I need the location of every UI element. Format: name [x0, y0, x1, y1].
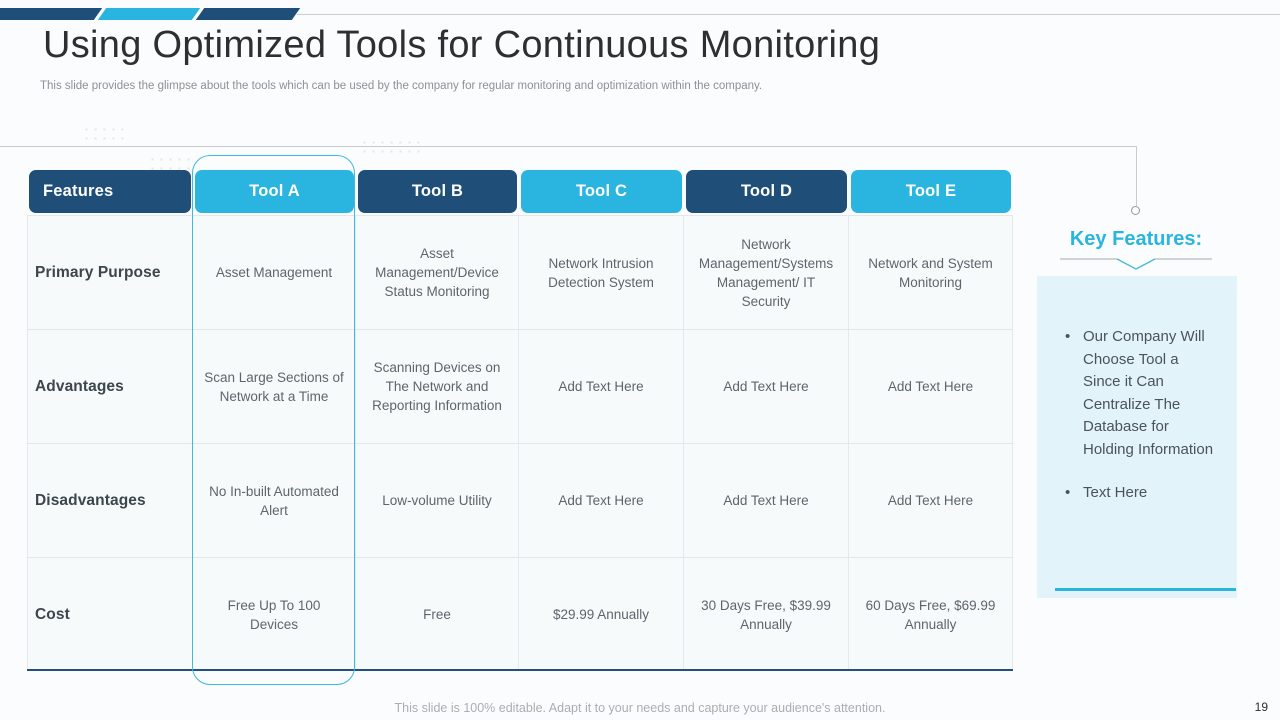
table-cell: No In-built Automated Alert [193, 443, 356, 557]
topbar-line [297, 14, 1280, 15]
table-header-tool-e: Tool E [851, 170, 1011, 213]
page-subtitle: This slide provides the glimpse about th… [40, 80, 763, 92]
comparison-table: Features Tool A Tool B Tool C Tool D Too… [27, 170, 1013, 671]
table-cell: $29.99 Annually [519, 557, 684, 671]
connector-endpoint-circle [1131, 206, 1140, 215]
table-cell: Scan Large Sections of Network at a Time [193, 329, 356, 443]
table-header-tool-b: Tool B [358, 170, 517, 213]
table-cell: Network Management/Systems Management/ I… [684, 215, 849, 329]
connector-line-vertical [1136, 146, 1137, 206]
table-cell: Add Text Here [519, 329, 684, 443]
key-feature-item: Our Company Will Choose Tool a Since it … [1065, 326, 1219, 461]
table-cell: Add Text Here [849, 329, 1013, 443]
table-cell: Asset Management/Device Status Monitorin… [356, 215, 519, 329]
chevron-down-icon [1058, 256, 1214, 277]
row-label-advantages: Advantages [27, 329, 193, 443]
table-bottom-border [27, 669, 1013, 671]
page-number: 19 [1254, 700, 1268, 714]
footer-note: This slide is 100% editable. Adapt it to… [394, 701, 886, 715]
dot-pattern [82, 125, 124, 147]
table-header-tool-d: Tool D [686, 170, 847, 213]
key-feature-item: Text Here [1065, 482, 1219, 505]
table-cell: 30 Days Free, $39.99 Annually [684, 557, 849, 671]
connector-line-horizontal [0, 146, 1136, 147]
table-cell: Add Text Here [684, 329, 849, 443]
table-cell: Asset Management [193, 215, 356, 329]
topbar-segment-3 [195, 8, 301, 20]
table-cell: Add Text Here [849, 443, 1013, 557]
table-cell: Add Text Here [519, 443, 684, 557]
table-cell: Network Intrusion Detection System [519, 215, 684, 329]
table-header-tool-a: Tool A [195, 170, 354, 213]
row-label-primary-purpose: Primary Purpose [27, 215, 193, 329]
dot-pattern [360, 138, 422, 158]
row-label-disadvantages: Disadvantages [27, 443, 193, 557]
row-label-cost: Cost [27, 557, 193, 671]
table-cell: 60 Days Free, $69.99 Annually [849, 557, 1013, 671]
table-cell: Network and System Monitoring [849, 215, 1013, 329]
table-cell: Free [356, 557, 519, 671]
table-cell: Scanning Devices on The Network and Repo… [356, 329, 519, 443]
dot-pattern [148, 155, 196, 171]
key-features-underline [1055, 588, 1236, 591]
page-title: Using Optimized Tools for Continuous Mon… [43, 24, 881, 66]
table-header-tool-c: Tool C [521, 170, 682, 213]
table-cell: Add Text Here [684, 443, 849, 557]
table-cell: Low-volume Utility [356, 443, 519, 557]
key-features-panel: Our Company Will Choose Tool a Since it … [1037, 276, 1237, 598]
key-features-heading: Key Features: [1069, 228, 1203, 250]
table-header-features: Features [29, 170, 191, 213]
key-features-list: Our Company Will Choose Tool a Since it … [1065, 326, 1219, 505]
topbar-segment-1 [0, 8, 103, 20]
topbar-segment-2 [97, 8, 201, 20]
table-cell: Free Up To 100 Devices [193, 557, 356, 671]
